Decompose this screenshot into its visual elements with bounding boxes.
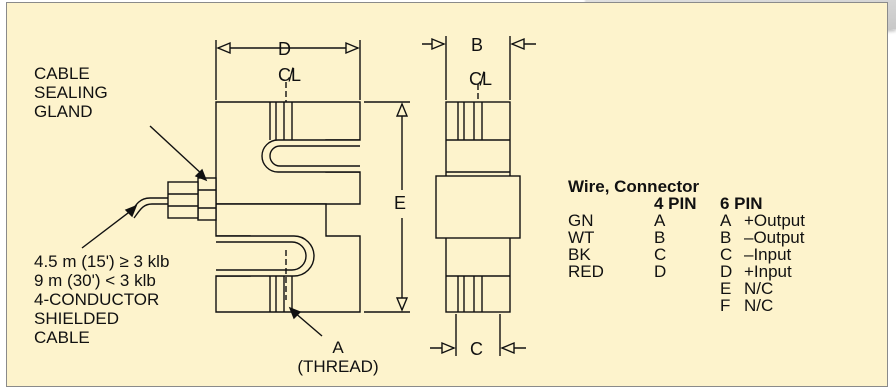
wire-color-cell: BK (568, 245, 591, 264)
pin6-cell: F (720, 296, 731, 315)
dimension-e: E (394, 193, 407, 213)
thread-letter: A (332, 338, 344, 357)
pin6-cell: C (720, 245, 733, 264)
signal-cell: –Output (744, 228, 805, 247)
cable-spec-label: 4.5 m (15') ≥ 3 klb 9 m (30') < 3 klb 4-… (34, 252, 169, 347)
thread-text: (THREAD) (297, 357, 379, 376)
dimension-b: B (471, 35, 484, 55)
pin6-cell: A (720, 211, 732, 230)
table-row: BK C C –Input (568, 246, 805, 263)
cable-gland (197, 177, 217, 221)
cable-spec-line-2: 9 m (30') < 3 klb (34, 271, 156, 290)
wire-color-cell: RED (568, 262, 604, 281)
thread-label: A (THREAD) (286, 338, 390, 376)
header-4pin: 4 PIN (654, 194, 697, 213)
centerline-front: C̸L (469, 69, 493, 89)
pin4-cell (654, 297, 720, 314)
pin4-cell (654, 280, 720, 297)
signal-cell: N/C (744, 279, 774, 298)
signal-cell: –Input (744, 245, 792, 264)
cable-gland-label: CABLE SEALING GLAND (34, 64, 108, 121)
pin6-cell: D (720, 262, 733, 281)
cable-spec-line-4: SHIELDED (34, 309, 120, 328)
table-row: RED D D +Input (568, 263, 805, 280)
cable-spec-line-1: 4.5 m (15') ≥ 3 klb (34, 252, 170, 271)
wire-color-cell (568, 297, 654, 314)
centerline-side: C̸L (278, 65, 302, 85)
cable-spec-line-3: 4-CONDUCTOR (34, 290, 160, 309)
signal-cell: +Input (744, 262, 792, 281)
table-row: F N/C (568, 297, 805, 314)
wire-color-cell: GN (568, 211, 594, 230)
upper-slot (261, 139, 360, 173)
pin4-cell: B (654, 228, 666, 247)
wire-color-cell (568, 280, 654, 297)
pin6-cell: B (720, 228, 732, 247)
table-row: E N/C (568, 280, 805, 297)
pin4-cell: A (654, 211, 666, 230)
dimension-d: D (278, 39, 291, 59)
wire-table-header: 4 PIN 6 PIN (568, 195, 805, 212)
signal-cell: N/C (744, 296, 774, 315)
cable-gland-line-1: CABLE (34, 64, 90, 83)
wire-color-cell: WT (568, 228, 595, 247)
table-row: GN A A +Output (568, 212, 805, 229)
wire-table-title: Wire, Connector (568, 177, 700, 196)
cable-gland-line-3: GLAND (34, 102, 93, 121)
pin4-cell: C (654, 245, 667, 264)
pin4-cell: D (654, 262, 667, 281)
cable-gland-line-2: SEALING (34, 83, 108, 102)
header-6pin: 6 PIN (720, 194, 763, 213)
dimension-c: C (470, 339, 483, 359)
cable-spec-line-5: CABLE (34, 328, 90, 347)
lower-slot (216, 235, 315, 277)
table-row: WT B B –Output (568, 229, 805, 246)
signal-cell: +Output (744, 211, 805, 230)
pin6-cell: E (720, 279, 732, 298)
